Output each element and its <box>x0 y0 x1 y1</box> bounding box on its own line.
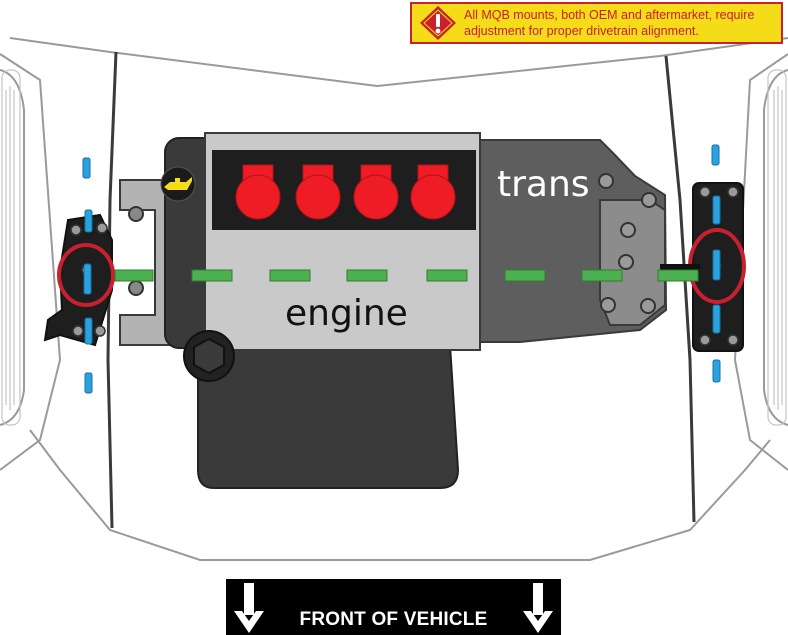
cylinder-4 <box>410 164 456 220</box>
front-of-vehicle-banner: FRONT OF VEHICLE <box>226 579 561 635</box>
cylinder-1 <box>235 164 281 220</box>
cylinder-2 <box>295 164 341 220</box>
notice-line-1: All MQB mounts, both OEM and aftermarket… <box>464 8 755 22</box>
right-transmission-mount <box>660 182 746 352</box>
front-of-vehicle-label: FRONT OF VEHICLE <box>299 609 488 630</box>
mount-bolt-markers-left <box>82 157 93 394</box>
mount-bolt-markers-right <box>711 144 721 383</box>
left-engine-mount <box>43 213 115 347</box>
side-vent-left <box>1 69 21 426</box>
notice-line-2: adjustment for proper drivetrain alignme… <box>464 24 699 38</box>
alignment-line <box>114 269 699 282</box>
side-vent-right <box>767 69 787 426</box>
car-body-outline <box>0 37 788 561</box>
left-mount-bracket <box>119 179 171 346</box>
drain-plug <box>183 330 235 382</box>
trans-label: trans <box>497 164 590 205</box>
engine-label: engine <box>285 293 408 334</box>
transmission-bolts <box>598 173 657 314</box>
down-arrow-icon <box>523 583 553 633</box>
oil-pan <box>197 344 460 489</box>
oil-can-icon <box>160 166 196 202</box>
cylinder-3 <box>353 164 399 220</box>
left-mount-ring <box>57 243 115 307</box>
warning-icon <box>420 6 456 40</box>
notice-text: All MQB mounts, both OEM and aftermarket… <box>464 7 754 39</box>
adjustment-notice: All MQB mounts, both OEM and aftermarket… <box>410 2 783 44</box>
cylinders <box>235 164 456 220</box>
down-arrow-icon <box>234 583 264 633</box>
